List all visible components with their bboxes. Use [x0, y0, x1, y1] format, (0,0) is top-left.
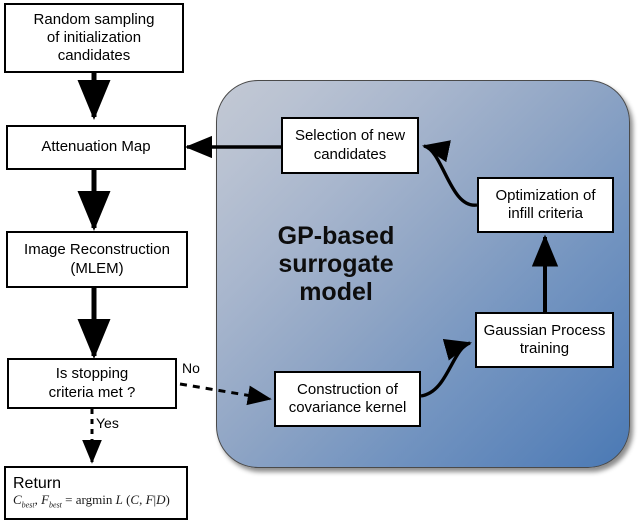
image-reconstruction-line-2: (MLEM) [70, 259, 124, 277]
node-construction-of-covariance-kernel[interactable]: Construction of covariance kernel [274, 371, 421, 427]
return-formula: Cbest, Fbest = argmin L (C, F|D) [13, 492, 170, 510]
node-random-sampling[interactable]: Random sampling of initialization candid… [4, 3, 184, 73]
gp-surrogate-model-label: GP-based surrogate model [236, 222, 436, 306]
construction-line-2: covariance kernel [288, 399, 407, 416]
return-title: Return [13, 475, 62, 493]
edge-label-yes: Yes [96, 415, 119, 431]
node-image-reconstruction[interactable]: Image Reconstruction (MLEM) [6, 231, 188, 288]
node-gaussian-process-training[interactable]: Gaussian Process training [475, 312, 614, 368]
optimization-line-2: infill criteria [507, 205, 583, 222]
optimization-line-1: Optimization of [495, 186, 596, 204]
edge-label-no: No [182, 360, 200, 376]
stopping-criteria-line-2: criteria met ? [48, 383, 136, 401]
node-stopping-criteria[interactable]: Is stopping criteria met ? [7, 358, 177, 409]
gp-training-line-1: Gaussian Process [483, 321, 606, 339]
node-attenuation-map[interactable]: Attenuation Map [6, 125, 186, 170]
node-selection-of-new-candidates[interactable]: Selection of new candidates [281, 117, 419, 174]
image-reconstruction-line-1: Image Reconstruction [24, 241, 170, 259]
gp-label-line-3: model [299, 278, 373, 306]
gp-label-line-2: surrogate [278, 250, 394, 278]
gp-training-line-2: training [519, 340, 570, 357]
selection-line-2: candidates [313, 145, 387, 163]
construction-line-1: Construction of [297, 380, 398, 398]
random-sampling-line-2: of initialization [46, 28, 142, 46]
random-sampling-line-1: Random sampling [33, 10, 155, 28]
random-sampling-line-3: candidates [57, 47, 131, 65]
gp-label-line-1: GP-based [277, 222, 395, 250]
attenuation-map-label: Attenuation Map [41, 138, 151, 156]
node-return[interactable]: Return Cbest, Fbest = argmin L (C, F|D) [4, 466, 188, 520]
node-optimization-of-infill-criteria[interactable]: Optimization of infill criteria [477, 177, 614, 233]
selection-line-1: Selection of new [294, 127, 406, 145]
stopping-criteria-line-1: Is stopping [55, 365, 129, 383]
